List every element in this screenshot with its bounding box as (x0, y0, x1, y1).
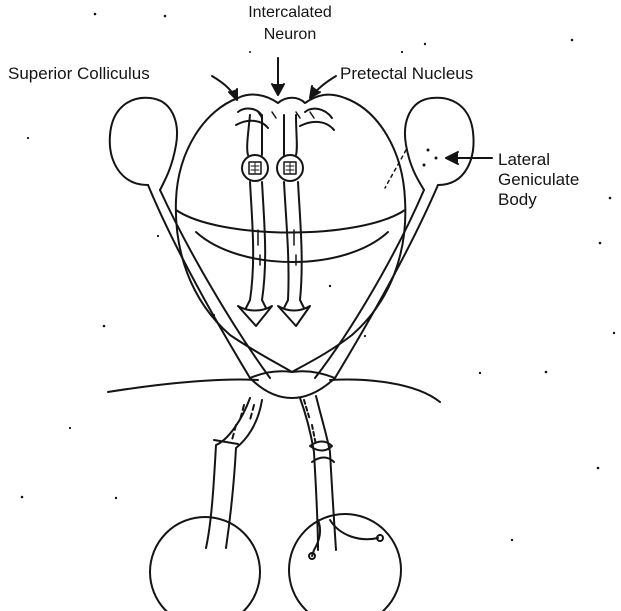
right-efferent-arrowhead (278, 306, 310, 326)
pretectal-nucleus-label: Pretectal Nucleus (340, 64, 473, 84)
intercalated-arrowhead (272, 84, 284, 95)
right-retina-dot-2 (377, 535, 383, 541)
lgb-dot-2 (435, 157, 438, 160)
chiasm-baseline-right (330, 380, 440, 402)
tectal-fiber-right (300, 109, 334, 130)
left-optic-nerve-a (206, 398, 250, 548)
left-lgb-bulb (110, 98, 177, 190)
tectal-small-marks (258, 112, 314, 118)
intercalated-label-line-1: Intercalated (238, 2, 342, 24)
left-efferent-arrowhead (238, 306, 272, 326)
right-eyeball (289, 514, 401, 611)
optic-chiasm (250, 371, 335, 398)
right-ew-nucleus-core-lines (286, 163, 294, 173)
left-optic-tract-outer (148, 185, 250, 378)
lateral-geniculate-body-label: Lateral Geniculate Body (498, 150, 579, 210)
lgb-label-line-3: Body (498, 190, 579, 210)
right-neuron-column-outer (284, 115, 297, 155)
lgb-dot-3 (423, 164, 426, 167)
lgb-arrowhead (446, 152, 458, 164)
right-optic-nerve-dashes (304, 400, 316, 445)
right-retina-fiber-2 (330, 520, 378, 539)
lgb-label-line-1: Lateral (498, 150, 579, 170)
midbrain-upper-arc (176, 210, 405, 233)
left-ew-nucleus-core-lines (251, 163, 259, 173)
chiasm-baseline (108, 380, 258, 393)
right-optic-tract-outer (335, 185, 438, 378)
right-retina-fiber-1 (312, 520, 320, 556)
right-lgb-bulb (405, 98, 474, 190)
lgb-label-line-2: Geniculate (498, 170, 579, 190)
left-optic-nerve-b (226, 400, 262, 548)
intercalated-neuron-label: Intercalated Neuron (238, 2, 342, 46)
superior-colliculus-label: Superior Colliculus (8, 64, 150, 84)
midbrain-lower-arc (196, 232, 388, 262)
lgb-dot-1 (427, 149, 430, 152)
tectal-fiber-left (236, 109, 268, 128)
left-optic-nerve-dashes (232, 405, 254, 440)
intercalated-label-line-2: Neuron (238, 24, 342, 46)
left-efferent-fiber (246, 182, 266, 308)
left-eyeball (150, 517, 260, 611)
